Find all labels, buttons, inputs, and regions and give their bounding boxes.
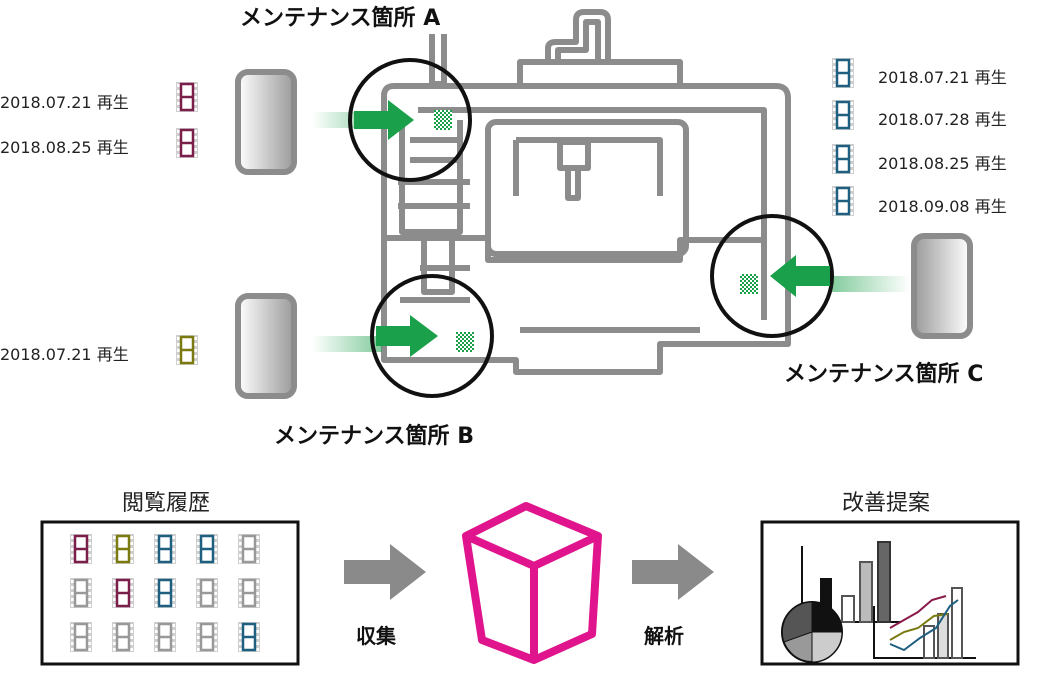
green-arrow-right-icon — [376, 315, 438, 357]
trail-b — [312, 336, 382, 352]
collect-arrow-icon — [344, 544, 426, 600]
film-icons-a — [176, 82, 198, 158]
maintenance-label-c: メンテナンス箇所 C — [784, 362, 984, 387]
history-film-icon — [112, 622, 134, 652]
history-film-icon — [154, 622, 176, 652]
film-icon — [176, 128, 198, 158]
proposal-title: 改善提案 — [842, 491, 931, 516]
data-store-box-icon — [462, 502, 602, 664]
collect-label: 収集 — [356, 624, 396, 648]
history-film-icon — [112, 534, 134, 564]
playback-record-c-3: 2018.08.25 再生 — [878, 154, 1007, 173]
history-film-icon — [154, 578, 176, 608]
history-film-icon — [70, 622, 92, 652]
history-film-icon — [238, 622, 260, 652]
history-title: 閲覧履歴 — [122, 491, 211, 516]
history-film-icon — [154, 534, 176, 564]
proposal-charts-icon — [781, 541, 976, 663]
history-film-icon — [70, 578, 92, 608]
machine-illustration — [381, 9, 791, 375]
maintenance-label-b: メンテナンス箇所 B — [274, 424, 474, 449]
history-film-icon — [112, 578, 134, 608]
maintenance-circle-b — [370, 274, 494, 398]
maintenance-circle-a — [348, 58, 472, 182]
analyze-label: 解析 — [644, 624, 684, 648]
film-icon — [176, 82, 198, 112]
green-arrow-right-icon — [354, 100, 414, 140]
tablet-c — [911, 233, 973, 339]
qr-code-icon — [456, 332, 474, 352]
history-film-icon — [196, 622, 218, 652]
film-icons-b — [176, 335, 198, 365]
playback-record-a-2: 2018.08.25 再生 — [0, 138, 129, 157]
analyze-arrow-icon — [632, 544, 714, 600]
history-grid — [70, 534, 260, 652]
playback-record-a-1: 2018.07.21 再生 — [0, 93, 129, 112]
qr-code-icon — [740, 274, 758, 294]
film-icon — [176, 335, 198, 365]
history-film-icon — [238, 534, 260, 564]
maintenance-circle-c — [710, 214, 834, 338]
film-icon — [832, 58, 854, 88]
playback-record-c-2: 2018.07.28 再生 — [878, 110, 1007, 129]
film-icon — [832, 186, 854, 216]
film-icon — [832, 100, 854, 130]
playback-record-c-4: 2018.09.08 再生 — [878, 197, 1007, 216]
green-arrow-left-icon — [770, 255, 830, 297]
history-film-icon — [70, 534, 92, 564]
history-film-icon — [196, 578, 218, 608]
tablet-b — [235, 293, 297, 399]
qr-code-icon — [434, 110, 452, 130]
playback-record-b-1: 2018.07.21 再生 — [0, 345, 129, 364]
playback-record-c-1: 2018.07.21 再生 — [878, 68, 1007, 87]
tablet-a — [235, 69, 297, 175]
film-icon — [832, 144, 854, 174]
history-film-icon — [238, 578, 260, 608]
trail-c — [830, 276, 910, 292]
maintenance-label-a: メンテナンス箇所 A — [240, 6, 441, 31]
history-film-icon — [196, 534, 218, 564]
film-icons-c — [832, 58, 854, 216]
